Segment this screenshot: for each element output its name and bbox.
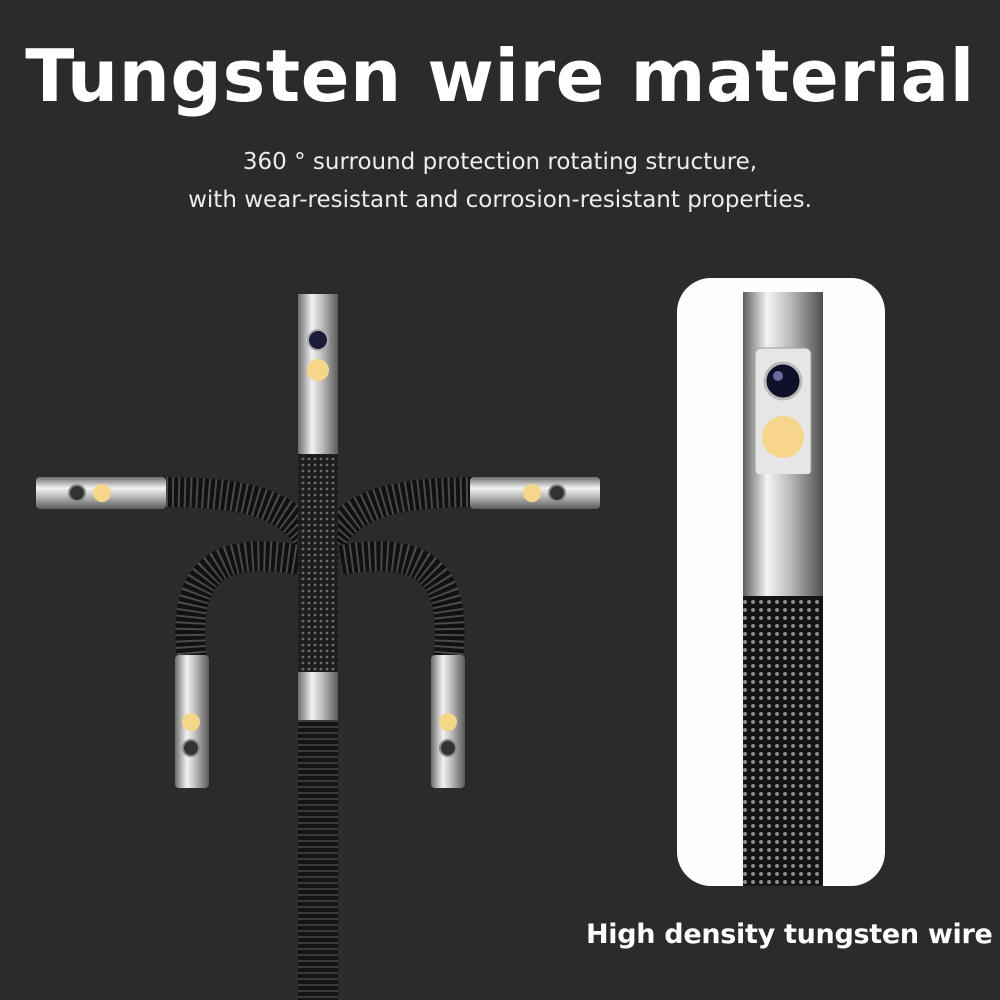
led-light-icon [762,416,804,458]
camera-lens-icon [763,361,803,401]
detail-zoom-card [677,278,885,886]
detail-zoom-illustration [743,292,823,886]
camera-lens-icon [68,484,86,502]
knurled-tungsten-section [298,454,338,672]
page-title: Tungsten wire material [25,34,975,118]
endoscope-product-illustration [36,294,600,1000]
camera-lens-icon [439,739,457,757]
description-line-1: 360 ° surround protection rotating struc… [242,149,758,175]
led-light-icon [93,484,111,502]
description-line-2: with wear-resistant and corrosion-resist… [188,187,812,213]
zoom-knurled-tungsten-section [743,596,823,886]
led-light-icon [439,713,457,731]
led-light-icon [182,713,200,731]
led-light-icon [307,359,329,381]
camera-lens-icon [307,329,329,351]
camera-lens-icon [182,739,200,757]
led-light-icon [523,484,541,502]
coiled-cable [298,720,338,1000]
camera-lens-icon [548,484,566,502]
detail-caption: High density tungsten wire [586,919,993,950]
page-description: 360 ° surround protection rotating struc… [0,143,1000,219]
